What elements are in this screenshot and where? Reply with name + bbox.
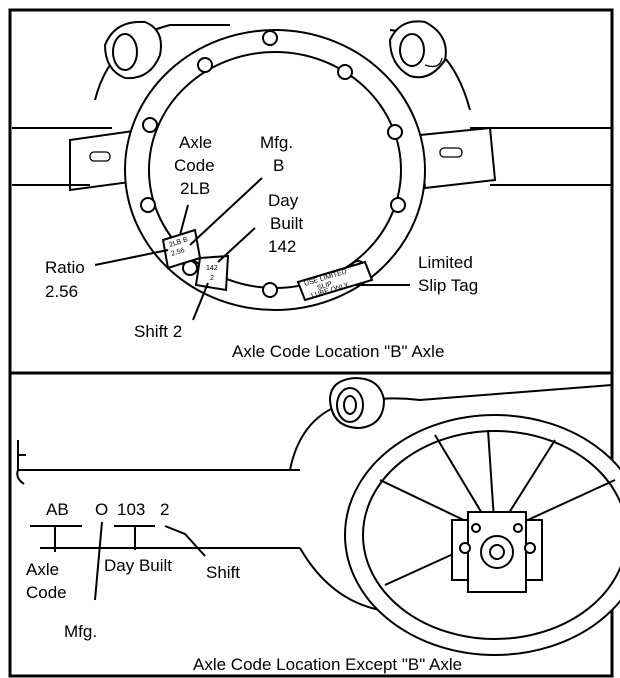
code-ab: AB [46,500,69,519]
svg-text:2.56: 2.56 [170,247,185,258]
svg-text:142: 142 [206,265,218,272]
bottom-day-built-label: Day Built [104,556,172,575]
bottom-leader-lines [30,521,206,601]
ratio-label: Ratio 2.56 [45,258,85,301]
svg-text:Slip Tag: Slip Tag [418,276,478,295]
svg-text:Code: Code [174,156,215,175]
top-caption: Axle Code Location "B" Axle [232,342,444,361]
top-leader-lines [94,177,410,321]
code-o: O [95,500,108,519]
mfg-label: Mfg. B [260,133,293,175]
svg-text:Axle: Axle [179,133,212,152]
svg-text:Code: Code [26,583,67,602]
bottom-shift-label: Shift [206,563,240,582]
bottom-caption: Axle Code Location Except "B" Axle [193,655,462,674]
day-built-label: Day Built 142 [268,191,303,256]
axle-code-label: Axle Code 2LB [174,133,215,198]
bottom-axle-drawing [16,376,620,656]
shift-2-label: Shift 2 [134,322,182,341]
svg-text:Ratio: Ratio [45,258,85,277]
axle-code-tag-mid: 142 2 [194,254,230,292]
code-2: 2 [160,500,169,519]
top-axle-drawing: 2LB B 2.56 142 2 USE LIMITED SLIP LUBE O… [12,20,612,321]
svg-text:Axle: Axle [26,560,59,579]
bottom-axle-code-label: Axle Code [26,560,67,602]
svg-text:2: 2 [210,275,214,282]
svg-text:Mfg.: Mfg. [260,133,293,152]
svg-text:Day: Day [268,191,299,210]
svg-text:Limited: Limited [418,253,473,272]
svg-text:2LB: 2LB [180,179,210,198]
svg-text:B: B [273,156,284,175]
bottom-mfg-label: Mfg. [64,622,97,641]
svg-text:SLIP: SLIP [317,281,334,292]
svg-text:2.56: 2.56 [45,282,78,301]
svg-text:Built: Built [270,214,303,233]
cover-bolts [140,30,406,298]
svg-text:142: 142 [268,237,296,256]
limited-slip-label: Limited Slip Tag [418,253,478,295]
code-103: 103 [117,500,145,519]
